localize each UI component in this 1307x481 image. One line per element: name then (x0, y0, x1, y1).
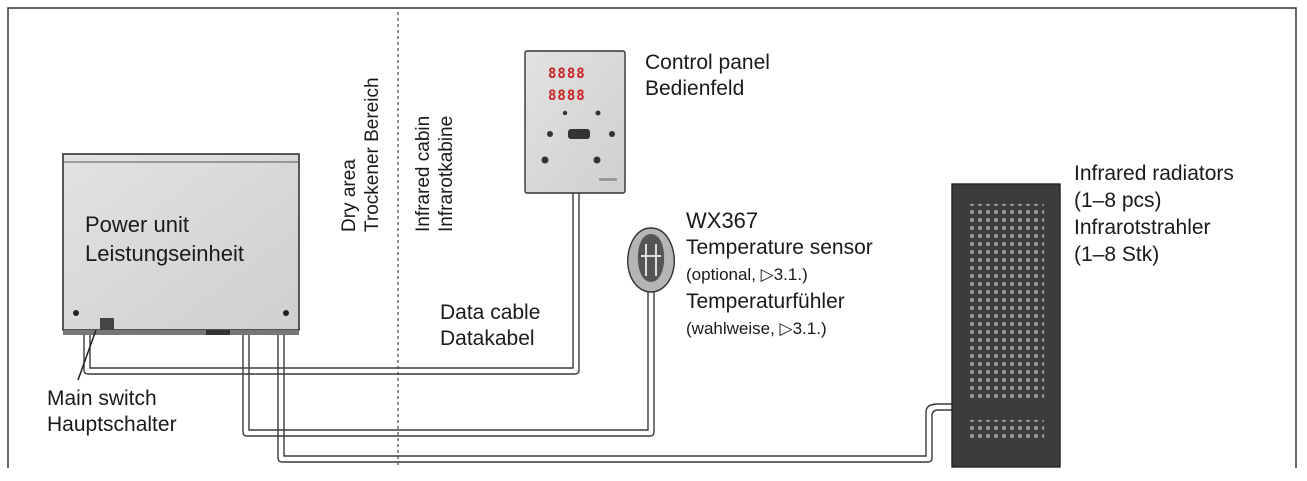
power-unit-label-de: Leistungseinheit (85, 241, 245, 266)
sensor-note-de: (wahlweise, ▷3.1.) (686, 319, 827, 338)
main-switch-label-en: Main switch (47, 387, 157, 410)
power-unit-label-en: Power unit (85, 212, 189, 237)
radiator-cable (277, 330, 952, 463)
radiators-count-en: (1–8 pcs) (1074, 189, 1162, 212)
dry-area-label-de: Trockener Bereich (362, 77, 383, 232)
radiators-label: Infrared radiators (1–8 pcs) Infrarotstr… (1074, 160, 1234, 268)
main-switch-pointer (77, 329, 97, 381)
frame-border (7, 7, 1297, 468)
radiators-label-en: Infrared radiators (1074, 162, 1234, 185)
data-cable-label-en: Data cable (440, 301, 541, 324)
radiators-label-de: Infrarotstrahler (1074, 216, 1211, 239)
control-panel-label-de: Bedienfeld (645, 77, 745, 100)
sensor-model-label: WX367 (686, 208, 759, 233)
data-cable-label: Data cable Datakabel (440, 300, 540, 352)
control-panel-label-en: Control panel (645, 51, 770, 74)
temperature-sensor-device (627, 227, 675, 293)
sensor-cable (242, 290, 655, 437)
data-cable (83, 193, 580, 375)
sensor-label-en: Temperature sensor (686, 236, 873, 259)
cables (83, 193, 952, 463)
power-unit-label: Power unit Leistungseinheit (85, 210, 244, 268)
infrared-cabin-label-de: Infrarotkabine (436, 115, 457, 232)
dry-area-label-en: Dry area (339, 159, 360, 232)
sensor-label: WX367 Temperature sensor (optional, ▷3.1… (686, 206, 873, 343)
control-panel-device: 8888 8888 (524, 50, 626, 194)
radiators-count-de: (1–8 Stk) (1074, 243, 1160, 266)
main-switch-device (100, 318, 114, 330)
main-switch-label-de: Hauptschalter (47, 413, 177, 436)
dry-area-label: Dry area Trockener Bereich (338, 77, 384, 232)
display-bottom: 8888 (548, 88, 586, 104)
sensor-note-en: (optional, ▷3.1.) (686, 265, 808, 284)
power-unit-box (62, 153, 300, 335)
infrared-cabin-label-en: Infrared cabin (413, 115, 434, 232)
sensor-label-de: Temperaturfühler (686, 290, 845, 313)
control-panel-label: Control panel Bedienfeld (645, 50, 770, 102)
main-switch-label: Main switch Hauptschalter (47, 386, 177, 438)
infrared-radiator-device (951, 183, 1061, 468)
data-cable-label-de: Datakabel (440, 327, 535, 350)
display-top: 8888 (548, 66, 586, 82)
infrared-cabin-label: Infrared cabin Infrarotkabine (412, 116, 458, 232)
